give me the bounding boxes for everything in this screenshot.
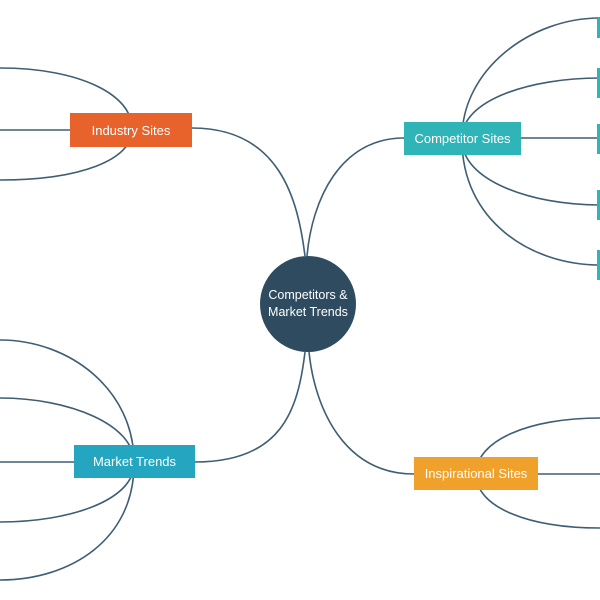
leaf-node-competitor-5[interactable] bbox=[597, 250, 600, 280]
leaf-node-competitor-2[interactable] bbox=[597, 68, 600, 98]
branch-node-industry-sites[interactable]: Industry Sites bbox=[70, 113, 192, 147]
center-node-label: Competitors & Market Trends bbox=[268, 288, 348, 319]
connector-market-leaf-1 bbox=[0, 339, 135, 463]
leaf-node-competitor-3[interactable] bbox=[597, 124, 600, 154]
connector-center-inspirational bbox=[308, 351, 415, 475]
branch-node-competitor-sites[interactable]: Competitor Sites bbox=[404, 122, 521, 155]
center-node[interactable]: Competitors & Market Trends bbox=[260, 256, 356, 352]
connector-center-industry bbox=[191, 127, 306, 257]
branch-label-competitor-sites: Competitor Sites bbox=[414, 131, 511, 146]
branch-label-market-trends: Market Trends bbox=[92, 454, 177, 469]
connector-center-market bbox=[194, 351, 306, 463]
connector-competitor-leaf-5 bbox=[461, 139, 600, 266]
branch-node-inspirational-sites[interactable]: Inspirational Sites bbox=[414, 457, 538, 490]
connector-competitor-leaf-1 bbox=[461, 17, 600, 139]
leaf-node-competitor-1[interactable] bbox=[597, 18, 600, 38]
connector-center-competitor bbox=[306, 137, 405, 257]
branch-node-market-trends[interactable]: Market Trends bbox=[74, 445, 195, 478]
branch-label-industry-sites: Industry Sites bbox=[91, 122, 171, 138]
branch-label-inspirational-sites: Inspirational Sites bbox=[424, 466, 528, 481]
leaf-node-competitor-4[interactable] bbox=[597, 190, 600, 220]
connector-market-leaf-5 bbox=[0, 463, 135, 581]
